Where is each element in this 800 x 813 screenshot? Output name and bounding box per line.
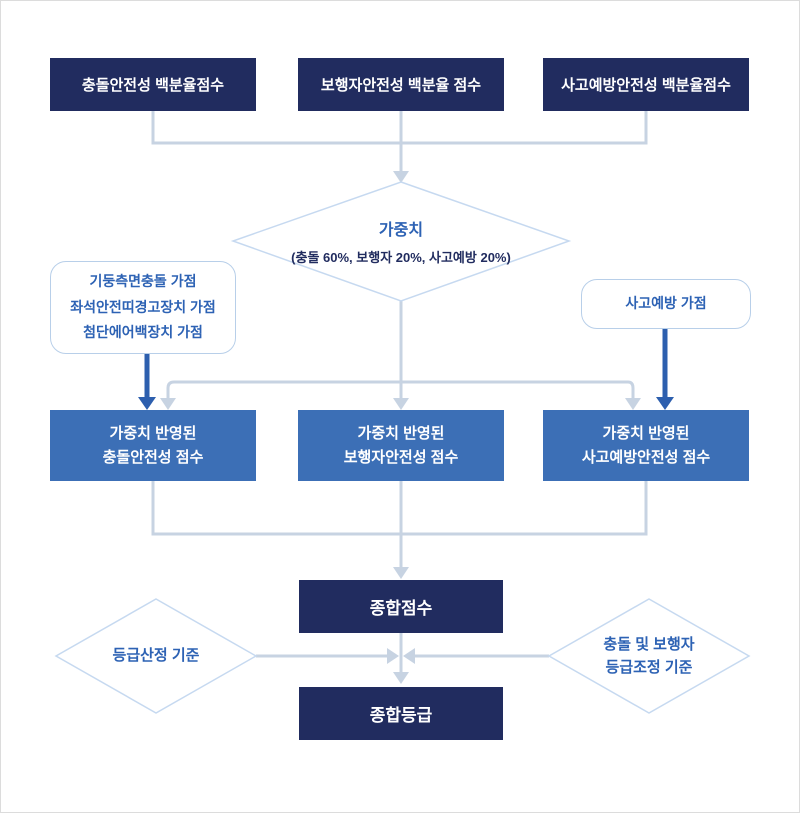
grade-adjust-diamond-shape: [547, 598, 751, 714]
crash-bonus-line-1: 기둥측면충돌 가점: [89, 272, 197, 289]
weighted-pedestrian-score-line-2: 보행자안전성 점수: [343, 448, 459, 466]
connector-total-score-to-total-grade: [393, 633, 409, 684]
connector-bonus-arrows: [138, 329, 674, 410]
weighted-crash-score-line-1: 가중치 반영된: [109, 425, 197, 443]
weighted-pedestrian-score-box: 가중치 반영된 보행자안전성 점수: [298, 410, 504, 481]
weighted-pedestrian-score-line-1: 가중치 반영된: [357, 425, 445, 443]
weight-diamond-shape: [230, 181, 572, 302]
pedestrian-safety-percent-score-box: 보행자안전성 백분율 점수: [298, 58, 504, 111]
grade-calc-diamond-shape: [54, 598, 258, 714]
weighted-prevention-score-line-2: 사고예방안전성 점수: [581, 448, 711, 466]
connector-top-row-to-weight-diamond: [151, 111, 648, 183]
weighted-crash-score-line-2: 충돌안전성 점수: [102, 448, 204, 466]
diamond-shapes: [54, 181, 751, 714]
total-grade-box: 종합등급: [299, 687, 503, 740]
grade-adjust-criteria-diamond: 충돌 및 보행자 등급조정 기준: [549, 601, 749, 711]
crash-bonus-line-3: 첨단에어백장치 가점: [83, 324, 203, 341]
total-score-label: 종합점수: [369, 599, 433, 618]
pedestrian-safety-percent-score-label: 보행자안전성 백분율 점수: [320, 77, 482, 94]
weighted-crash-score-box: 가중치 반영된 충돌안전성 점수: [50, 410, 256, 481]
crash-bonus-line-2: 좌석안전띠경고장치 가점: [70, 298, 216, 315]
crash-safety-percent-score-label: 충돌안전성 백분율점수: [81, 77, 225, 94]
crash-safety-percent-score-box: 충돌안전성 백분율점수: [50, 58, 256, 111]
connector-weighted-row-to-total-score: [151, 481, 648, 579]
crash-bonus-note: 기둥측면충돌 가점 좌석안전띠경고장치 가점 첨단에어백장치 가점: [50, 261, 236, 354]
connector-weight-diamond-to-weighted-row: [160, 301, 641, 410]
connector-criteria-arrows: [256, 648, 549, 664]
prevention-bonus-note: 사고예방 가점: [581, 279, 751, 329]
weight-diamond-subtitle: (충돌 60%, 보행자 20%, 사고예방 20%): [291, 250, 511, 265]
total-score-box: 종합점수: [299, 580, 503, 633]
grade-calc-criteria-label: 등급산정 기준: [112, 647, 200, 665]
prevention-safety-percent-score-box: 사고예방안전성 백분율점수: [543, 58, 749, 111]
total-grade-label: 종합등급: [369, 706, 433, 725]
weight-diamond-title: 가중치: [378, 222, 424, 239]
grade-adjust-criteria-line-2: 등급조정 기준: [605, 659, 693, 676]
prevention-bonus-label: 사고예방 가점: [625, 295, 707, 312]
grade-adjust-criteria-line-1: 충돌 및 보행자: [603, 635, 695, 653]
grade-calc-criteria-diamond: 등급산정 기준: [56, 601, 256, 711]
prevention-safety-percent-score-label: 사고예방안전성 백분율점수: [561, 77, 731, 94]
weighted-prevention-score-line-1: 가중치 반영된: [602, 425, 690, 443]
weight-diamond: 가중치 (충돌 60%, 보행자 20%, 사고예방 20%): [233, 187, 569, 295]
weighted-prevention-score-box: 가중치 반영된 사고예방안전성 점수: [543, 410, 749, 481]
